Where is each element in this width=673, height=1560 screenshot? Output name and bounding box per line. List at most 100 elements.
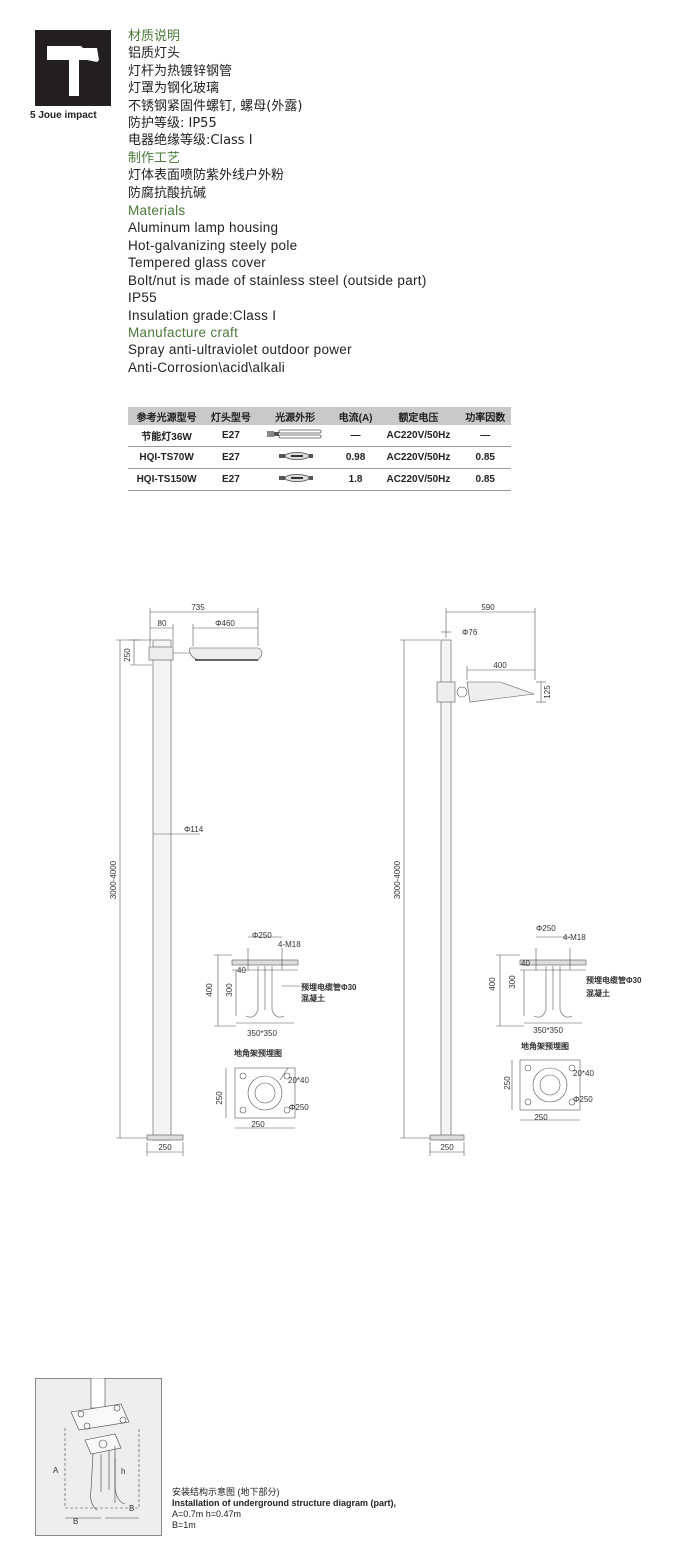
cfl-bulb-icon [256,425,334,447]
install-caption: 安装结构示意图 (地下部分) Installation of undergrou… [172,1487,396,1531]
cn-material-line: 灯杆为热镀锌钢管 [128,63,233,79]
cn-craft-line: 防腐抗酸抗碱 [128,185,207,201]
fnd-cage: 300 [225,983,234,997]
fnd-depth: 400 [205,983,214,997]
table-header: 电流(A) [333,407,378,425]
fnd-conduit: 预埋电缆管Φ30 [586,975,642,985]
install-caption-cn: 安装结构示意图 (地下部分) [172,1487,280,1497]
table-cell: HQI-TS70W [128,446,206,469]
fnd-title: 地角架预埋图 [521,1041,569,1051]
fnd-size: 350*350 [533,1026,563,1035]
fnd-plate-h: 250 [215,1091,224,1105]
table-cell: 0.85 [459,446,511,469]
table-cell: AC220V/50Hz [377,425,460,447]
cn-material-line: 铝质灯头 [128,46,181,62]
hid-bulb-icon [256,446,334,469]
table-cell: 节能灯36W [128,425,206,447]
cn-material-line: 不锈钢紧固件螺钉, 螺母(外露) [128,98,303,114]
left-pole-drawing [116,608,263,1156]
dim-left-pole-dia: Φ114 [184,825,204,834]
dim-left-width: 735 [191,603,205,612]
fnd-size: 350*350 [247,1029,277,1038]
fnd-plate-dia: Φ250 [536,924,556,933]
cn-material-line: 电器绝缘等级:Class I [128,133,253,149]
fnd-plate-h: 250 [503,1076,512,1090]
fnd-bolts: 4-M18 [278,940,301,949]
dim-right-width: 590 [481,603,495,612]
brand-caption: 5 Joue impact [30,110,97,121]
dim-right-pole-dia: Φ76 [462,628,478,637]
table-cell: E27 [205,446,257,469]
dim-right-base: 250 [440,1143,454,1152]
fnd-plate-dia: Φ250 [252,931,272,940]
table-cell: AC220V/50Hz [377,468,460,491]
lamp-source-table: 参考光源型号 灯头型号 光源外形 电流(A) 额定电压 功率因数 节能灯36W … [128,407,511,491]
table-cell: E27 [205,425,257,447]
install-diagram: A B B h [35,1378,162,1536]
dim-right-height: 3000-4000 [393,860,402,899]
table-cell: — [459,425,511,447]
fnd-bolt-spacing: 20*40 [573,1069,594,1078]
fnd-offset: 40 [237,966,246,975]
table-cell: E27 [205,468,257,491]
install-dims-a-h: A=0.7m h=0.47m [172,1509,242,1519]
dim-left-base: 250 [158,1143,172,1152]
table-header: 参考光源型号 [128,407,206,425]
fnd-offset: 40 [521,959,530,968]
table-row: HQI-TS150W E27 1.8 AC220V/50Hz 0.85 [128,468,511,491]
en-craft-line: Spray anti-ultraviolet outdoor power [128,342,352,358]
table-header-row: 参考光源型号 灯头型号 光源外形 电流(A) 额定电压 功率因数 [128,407,511,425]
en-craft-title: Manufacture craft [128,324,239,340]
en-material-line: Hot-galvanizing steely pole [128,237,298,253]
table-cell: 0.98 [333,446,378,469]
table-header: 灯头型号 [205,407,257,425]
en-material-line: Insulation grade:Class I [128,307,277,323]
dim-left-head-h: 250 [123,648,132,662]
foundation-drawing-right [496,936,587,1121]
table-cell: HQI-TS150W [128,468,206,491]
fnd-hole: Φ250 [289,1103,309,1112]
install-label-h: h [121,1467,125,1476]
table-header: 功率因数 [459,407,511,425]
install-caption-en: Installation of underground structure di… [172,1498,397,1508]
en-materials-title: Materials [128,203,186,219]
fnd-bolt-spacing: 20*40 [288,1076,309,1085]
cn-materials-title: 材质说明 [128,29,181,44]
install-label-b: B [73,1517,78,1526]
table-header: 光源外形 [256,407,334,425]
dim-left-height: 3000-4000 [109,860,118,899]
dim-right-head-h: 125 [543,685,552,699]
fnd-concrete: 混凝土 [301,993,325,1003]
table-header: 额定电压 [377,407,460,425]
right-pole-drawing [400,608,546,1156]
fnd-concrete: 混凝土 [586,988,610,998]
cn-craft-line: 灯体表面喷防紫外线户外粉 [128,168,285,184]
table-row: 节能灯36W E27 — AC220V/50Hz — [128,425,511,447]
dim-left-arm: 80 [158,619,167,628]
dim-left-head-dia: Φ460 [215,619,235,628]
cn-craft-title: 制作工艺 [128,150,181,166]
spec-text-block: 材质说明 铝质灯头 灯杆为热镀锌钢管 灯罩为钢化玻璃 不锈钢紧固件螺钉, 螺母(… [128,28,528,376]
hammer-icon [47,46,99,96]
table-cell: 0.85 [459,468,511,491]
en-material-line: Tempered glass cover [128,255,267,271]
install-dims-b: B=1m [172,1520,196,1530]
fnd-plate-w: 250 [251,1120,265,1129]
table-cell: 1.8 [333,468,378,491]
technical-drawings: 735 80 Φ460 250 Φ114 3000-4000 250 590 Φ… [109,603,642,1156]
fnd-cage: 300 [508,975,517,989]
fnd-conduit: 预埋电缆管Φ30 [301,982,357,992]
foundation-drawing-left [214,936,300,1129]
dim-right-head-len: 400 [493,661,507,670]
table-cell: AC220V/50Hz [377,446,460,469]
table-cell: — [333,425,378,447]
fnd-bolts: 4-M18 [563,933,586,942]
install-label-b: B [129,1504,134,1513]
brand-logo [35,30,111,106]
en-material-line: Bolt/nut is made of stainless steel (out… [128,272,427,288]
install-label-a: A [53,1466,59,1475]
fnd-depth: 400 [488,977,497,991]
cn-material-line: 灯罩为钢化玻璃 [128,81,220,97]
table-row: HQI-TS70W E27 0.98 AC220V/50Hz 0.85 [128,446,511,469]
fnd-hole: Φ250 [573,1095,593,1104]
